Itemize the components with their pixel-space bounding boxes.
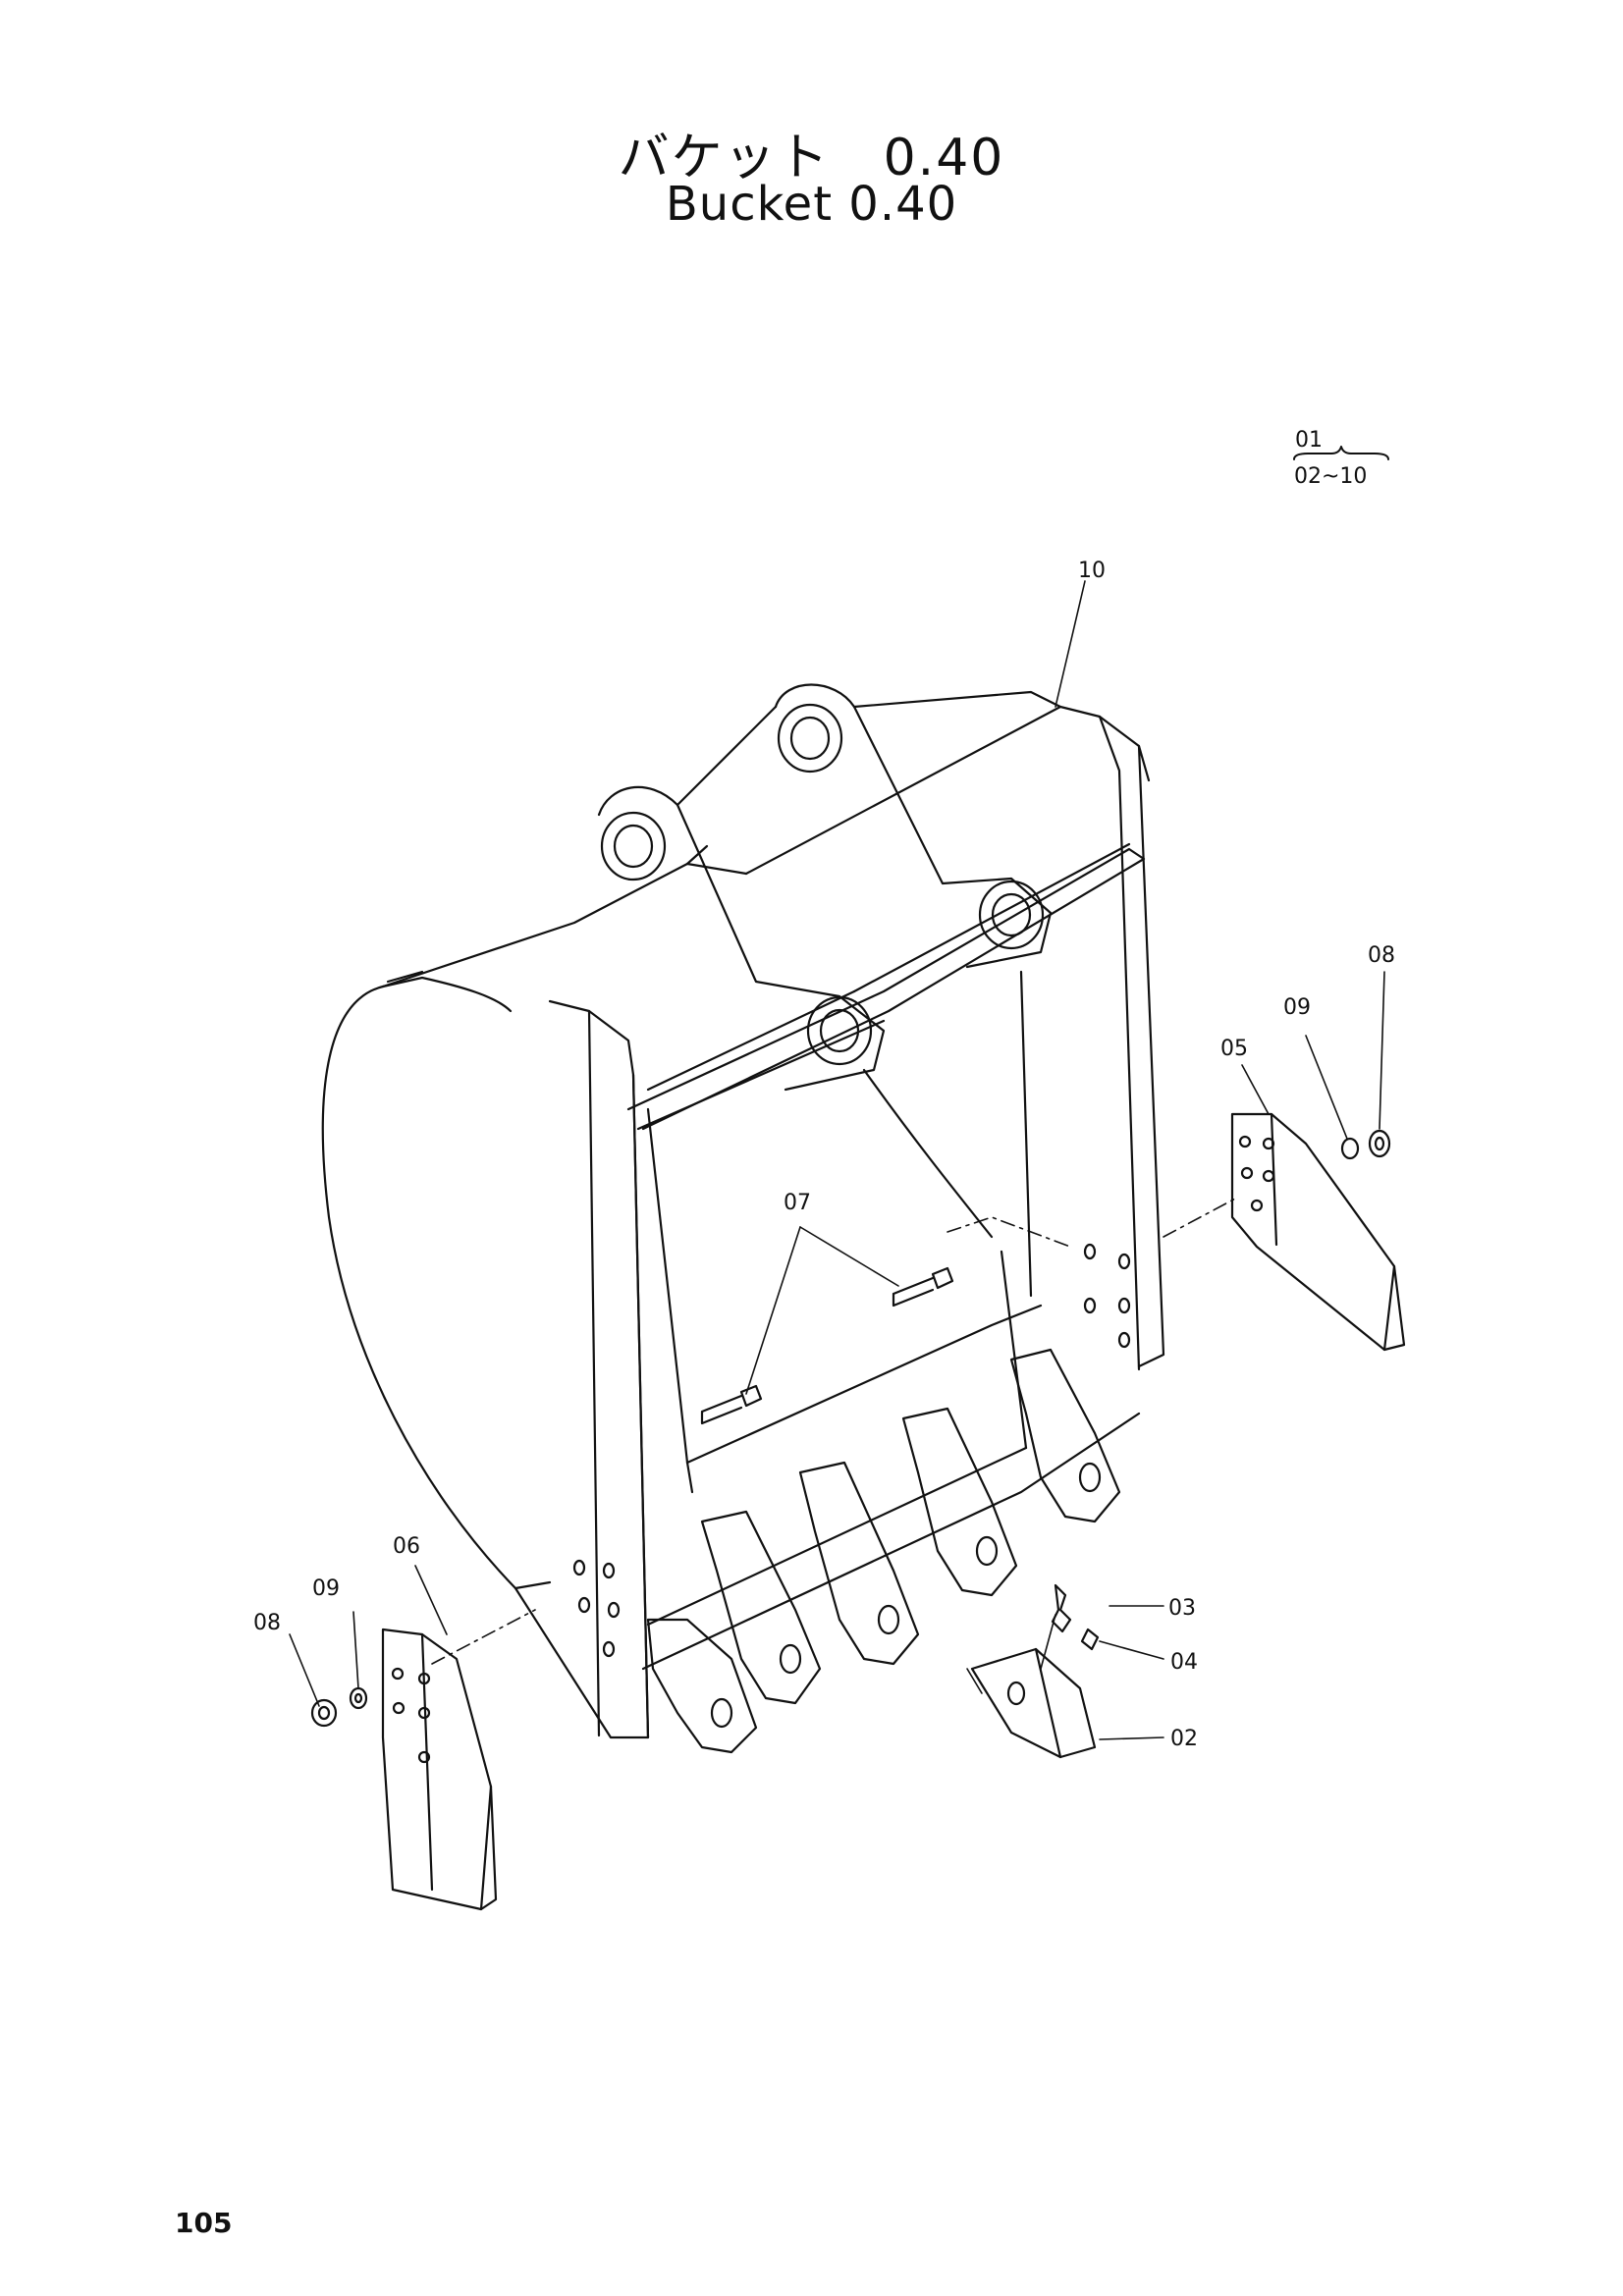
callout-02: 02 (1170, 1727, 1198, 1751)
callout-04: 04 (1170, 1650, 1198, 1675)
assembly-note-top: 01 (1295, 428, 1323, 453)
bolts (700, 1266, 954, 1425)
callout-05: 05 (1220, 1037, 1248, 1061)
hinge-bosses (597, 683, 1062, 1092)
page-title-japanese: バケット 0.40 (618, 129, 1005, 187)
callout-10: 10 (1078, 559, 1106, 583)
callout-03: 03 (1168, 1596, 1196, 1621)
side-cutter-right (1230, 1112, 1406, 1352)
page-title-english: Bucket 0.40 (665, 177, 958, 232)
leader-lines (289, 580, 1385, 1740)
side-plate-holes (572, 1243, 1131, 1658)
assembly-note (1293, 446, 1389, 460)
callout-09-left: 09 (312, 1576, 340, 1601)
bucket-teeth (646, 1348, 1121, 1754)
callout-08-left: 08 (253, 1611, 281, 1635)
bucket-body (321, 705, 1165, 1739)
page-number: 105 (175, 2207, 233, 2239)
callout-07: 07 (784, 1191, 811, 1215)
assembly-note-bottom: 02~10 (1294, 464, 1367, 489)
replacement-tooth-set (970, 1583, 1100, 1759)
callout-08-right: 08 (1368, 943, 1395, 968)
callout-06: 06 (393, 1534, 420, 1559)
nuts-washers (310, 1129, 1391, 1728)
side-cutter-left (381, 1628, 498, 1911)
callout-09-right: 09 (1283, 995, 1311, 1020)
